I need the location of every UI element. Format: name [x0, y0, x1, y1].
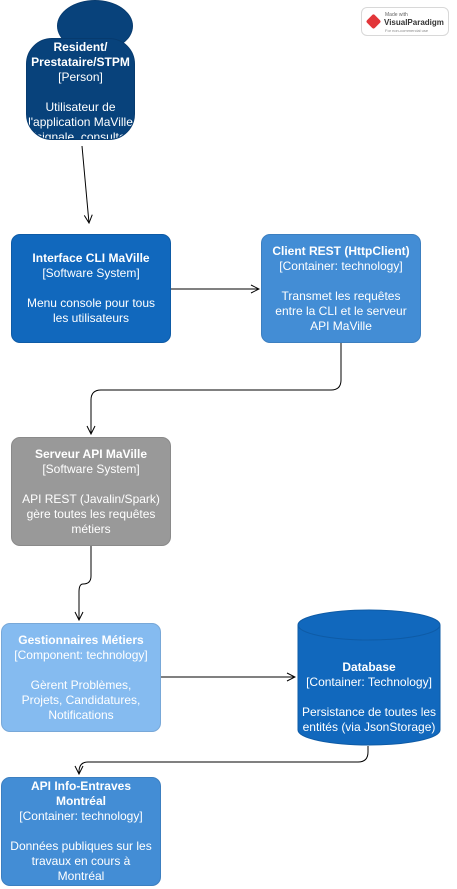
edge-server-to-gestionnaires	[79, 546, 92, 620]
api-info-entraves-description: Données publiques sur les travaux en cou…	[10, 839, 152, 883]
visual-paradigm-logo: Made with VisualParadigm For non-commerc…	[361, 7, 449, 36]
database-title: Database	[342, 660, 396, 674]
server-api-node[interactable]: Serveur API MaVille [Software System] AP…	[11, 437, 171, 546]
logo-brand: VisualParadigm	[384, 18, 444, 27]
database-description: Persistance de toutes les entités (via J…	[301, 705, 437, 734]
edge-person-to-cli	[81, 145, 89, 223]
logo-license: For non-commercial use	[385, 28, 429, 33]
database-cylinder-shape	[297, 609, 441, 746]
api-info-entraves-node[interactable]: API Info-Entraves Montréal [Container: t…	[1, 777, 161, 886]
edge-database-to-api-info	[79, 746, 369, 774]
api-info-entraves-title: API Info-Entraves Montréal	[30, 779, 132, 808]
api-info-entraves-type: [Container: technology]	[19, 809, 143, 823]
person-description: Utilisateur de l'application MaVille (si…	[28, 100, 133, 140]
rest-client-node[interactable]: Client REST (HttpClient) [Container: tec…	[261, 234, 421, 343]
gestionnaires-title: Gestionnaires Métiers	[18, 632, 144, 647]
server-api-type: [Software System]	[42, 461, 140, 476]
rest-client-title: Client REST (HttpClient)	[272, 243, 410, 258]
database-type: [Container: Technology]	[306, 675, 432, 689]
cli-title: Interface CLI MaVille	[32, 251, 150, 265]
server-api-description: API REST (Javalin/Spark) gère toutes les…	[22, 491, 160, 536]
gestionnaires-node[interactable]: Gestionnaires Métiers [Component: techno…	[1, 623, 161, 732]
database-node[interactable]: Database [Container: Technology] Persist…	[297, 609, 441, 746]
cli-description: Menu console pour tous les utilisateurs	[26, 296, 156, 325]
logo-made-with: Made with	[385, 12, 408, 18]
gestionnaires-description: Gèrent Problèmes, Projets, Candidatures,…	[21, 677, 141, 722]
visual-paradigm-logo-icon	[365, 13, 382, 30]
rest-client-description: Transmet les requêtes entre la CLI et le…	[275, 288, 407, 333]
edge-rest-to-server	[91, 343, 342, 434]
cli-type: [Software System]	[42, 266, 140, 280]
person-node[interactable]: Resident/ Prestataire/STPM [Person] Util…	[26, 38, 135, 140]
person-title: Resident/ Prestataire/STPM	[31, 40, 130, 69]
gestionnaires-type: [Component: technology]	[14, 647, 148, 662]
person-type: [Person]	[58, 70, 103, 84]
server-api-title: Serveur API MaVille	[34, 446, 148, 461]
rest-client-type: [Container: technology]	[279, 258, 403, 273]
cli-node[interactable]: Interface CLI MaVille [Software System] …	[11, 234, 171, 343]
